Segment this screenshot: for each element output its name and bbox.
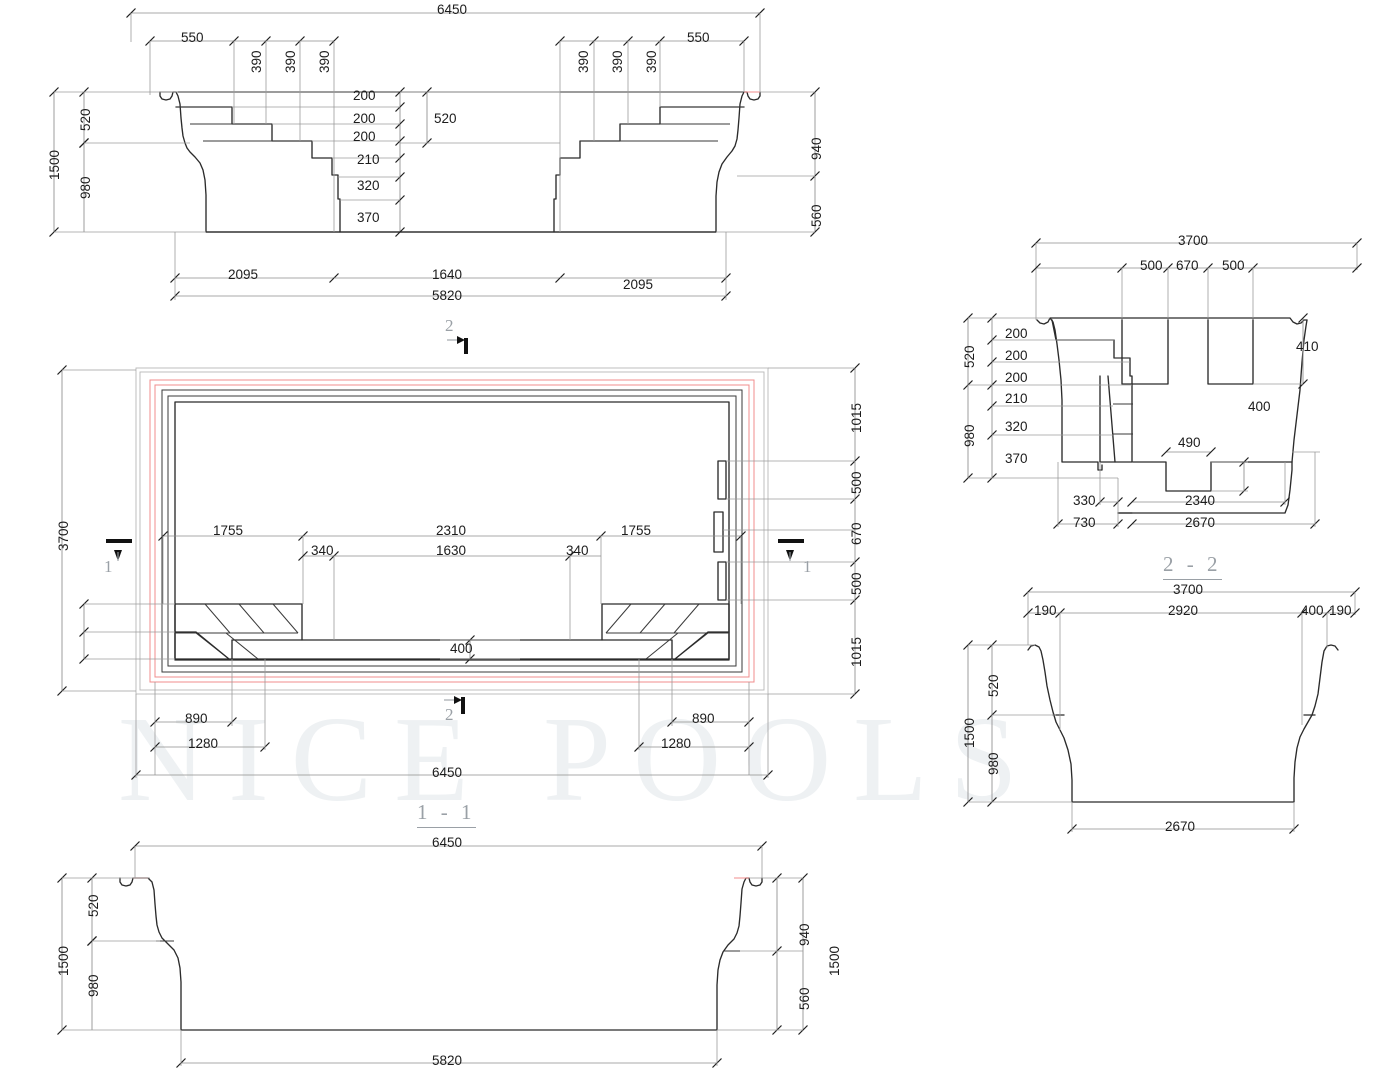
dim-plan-6450: 6450 bbox=[432, 765, 463, 780]
plan-title-text: 1 - 1 bbox=[417, 800, 476, 828]
dim-top-520-right: 520 bbox=[434, 111, 457, 126]
section-mark-label-2-top: 2 bbox=[445, 316, 454, 335]
dim-rl-980: 980 bbox=[986, 752, 1001, 775]
dim-bot-980: 980 bbox=[86, 974, 101, 997]
dim-top-tread-r3: 390 bbox=[644, 50, 659, 73]
dim-bot-5820: 5820 bbox=[432, 1053, 463, 1068]
dim-s22-riser-6: 370 bbox=[1005, 451, 1028, 466]
section-2-2-title-text: 2 - 2 bbox=[1163, 552, 1222, 580]
plan-title: 1 - 1 bbox=[417, 800, 476, 828]
dim-plan-1755-right: 1755 bbox=[621, 523, 652, 538]
section-mark-label-1-left: 1 bbox=[104, 557, 113, 576]
dim-s22-980: 980 bbox=[962, 424, 977, 447]
dim-rl-2670: 2670 bbox=[1165, 819, 1196, 834]
dim-top-riser-6: 370 bbox=[357, 210, 380, 225]
dim-plan-1280-left: 1280 bbox=[188, 736, 219, 751]
plan-section-marks bbox=[106, 539, 804, 714]
section-mark-2-top bbox=[447, 336, 468, 354]
dim-top-560: 560 bbox=[809, 204, 824, 227]
section-2-2-title: 2 - 2 bbox=[1163, 552, 1222, 580]
dim-plan-1630: 1630 bbox=[436, 543, 467, 558]
dim-bot-6450: 6450 bbox=[432, 835, 463, 850]
dim-top-tread-1: 390 bbox=[249, 50, 264, 73]
section-mark-label-2-plan: 2 bbox=[445, 705, 454, 724]
dim-rl-400: 400 bbox=[1301, 603, 1324, 618]
dim-top-riser-4: 210 bbox=[357, 152, 380, 167]
dim-plan-2310: 2310 bbox=[436, 523, 467, 538]
dim-s22-490: 490 bbox=[1178, 435, 1201, 450]
dim-s22-riser-5: 320 bbox=[1005, 419, 1028, 434]
dim-top-tread-r1: 390 bbox=[576, 50, 591, 73]
section-mark-label-1-right: 1 bbox=[803, 557, 812, 576]
top-section-geometry bbox=[48, 7, 821, 302]
dim-plan-1280-right: 1280 bbox=[661, 736, 692, 751]
dim-rl-190-left: 190 bbox=[1034, 603, 1057, 618]
section-right-lower-geometry bbox=[962, 586, 1361, 835]
dim-s22-730: 730 bbox=[1073, 515, 1096, 530]
dim-s22-500-a: 500 bbox=[1140, 258, 1163, 273]
dim-plan-1755-left: 1755 bbox=[213, 523, 244, 538]
dim-top-riser-1: 200 bbox=[353, 88, 376, 103]
dim-top-550-left: 550 bbox=[181, 30, 204, 45]
dim-plan-890-left: 890 bbox=[185, 711, 208, 726]
dim-plan-340-left: 340 bbox=[311, 543, 334, 558]
plan-geometry bbox=[56, 362, 861, 781]
dim-top-980: 980 bbox=[78, 176, 93, 199]
dim-s22-410: 410 bbox=[1296, 339, 1319, 354]
dim-plan-500-bottom: 500 bbox=[849, 572, 864, 595]
dim-rl-1500: 1500 bbox=[962, 717, 977, 748]
dim-s22-riser-1: 200 bbox=[1005, 326, 1028, 341]
dim-s22-330: 330 bbox=[1073, 493, 1096, 508]
dim-s22-2670: 2670 bbox=[1185, 515, 1216, 530]
dim-s22-riser-3: 200 bbox=[1005, 370, 1028, 385]
dim-plan-890-right: 890 bbox=[692, 711, 715, 726]
dim-bot-940: 940 bbox=[797, 923, 812, 946]
dim-s22-520: 520 bbox=[962, 345, 977, 368]
dim-top-riser-3: 200 bbox=[353, 129, 376, 144]
dim-top-tread-r2: 390 bbox=[610, 50, 625, 73]
dim-top-2095-left: 2095 bbox=[228, 267, 259, 282]
dim-s22-3700: 3700 bbox=[1178, 233, 1209, 248]
section-2-2-geometry bbox=[962, 237, 1363, 530]
dim-rl-3700: 3700 bbox=[1173, 582, 1204, 597]
dim-s22-riser-2: 200 bbox=[1005, 348, 1028, 363]
dim-plan-3700: 3700 bbox=[56, 520, 71, 551]
dim-plan-670: 670 bbox=[849, 522, 864, 545]
dim-s22-riser-4: 210 bbox=[1005, 391, 1028, 406]
dim-top-tread-3: 390 bbox=[317, 50, 332, 73]
dim-top-1640: 1640 bbox=[432, 267, 463, 282]
dim-top-1500: 1500 bbox=[47, 149, 62, 180]
dim-rl-2920: 2920 bbox=[1168, 603, 1199, 618]
dim-s22-670: 670 bbox=[1176, 258, 1199, 273]
bottom-section-geometry bbox=[56, 840, 809, 1069]
dim-plan-340-right: 340 bbox=[566, 543, 589, 558]
dim-plan-500-top: 500 bbox=[849, 471, 864, 494]
dim-plan-1015-top: 1015 bbox=[849, 402, 864, 433]
dim-top-riser-2: 200 bbox=[353, 111, 376, 126]
dim-top-6450: 6450 bbox=[437, 2, 468, 17]
dim-rl-520: 520 bbox=[986, 674, 1001, 697]
dim-bot-1500-left: 1500 bbox=[56, 945, 71, 976]
dim-rl-190-right: 190 bbox=[1329, 603, 1352, 618]
dim-top-5820: 5820 bbox=[432, 288, 463, 303]
dim-top-520: 520 bbox=[78, 108, 93, 131]
dim-s22-2340: 2340 bbox=[1185, 493, 1216, 508]
dim-plan-400: 400 bbox=[450, 641, 473, 656]
dim-s22-400: 400 bbox=[1248, 399, 1271, 414]
dim-bot-1500-right: 1500 bbox=[827, 945, 842, 976]
dim-top-tread-2: 390 bbox=[283, 50, 298, 73]
dim-bot-560: 560 bbox=[797, 987, 812, 1010]
dim-s22-500-b: 500 bbox=[1222, 258, 1245, 273]
dim-top-550-right: 550 bbox=[687, 30, 710, 45]
dim-bot-520: 520 bbox=[86, 894, 101, 917]
dim-top-940: 940 bbox=[809, 137, 824, 160]
dim-top-2095-right: 2095 bbox=[623, 277, 654, 292]
dim-plan-1015-bottom: 1015 bbox=[849, 636, 864, 667]
dim-top-riser-5: 320 bbox=[357, 178, 380, 193]
